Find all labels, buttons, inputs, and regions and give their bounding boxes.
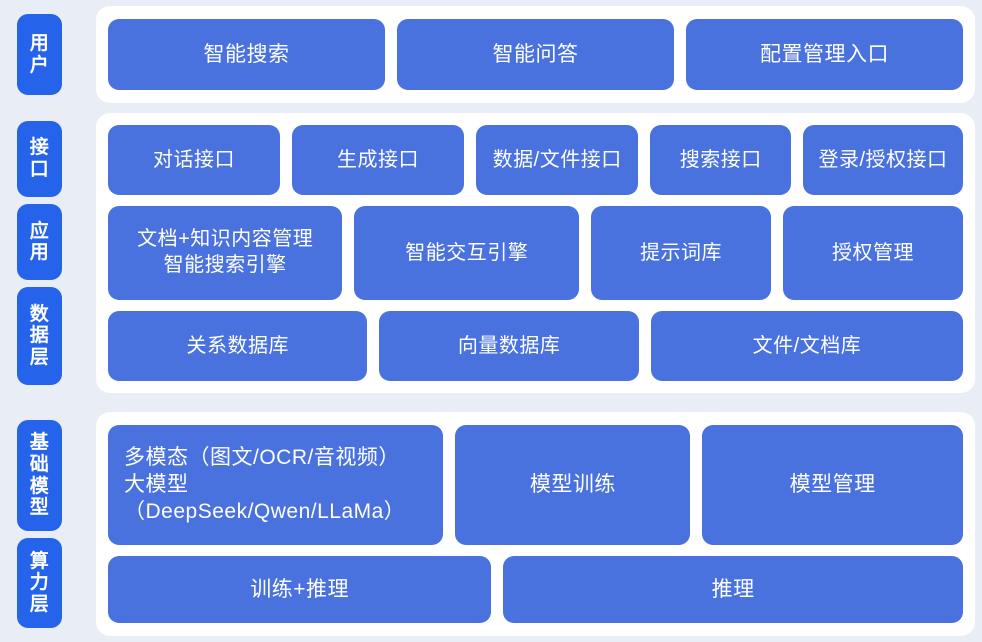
- box-login-auth-api[interactable]: 登录/授权接口: [803, 125, 963, 195]
- panel-infrastructure: 多模态（图文/OCR/音视频） 大模型（DeepSeek/Qwen/LLaMa）…: [96, 412, 975, 636]
- rail-infrastructure: 基础模型 算力层: [0, 412, 80, 636]
- box-search-api[interactable]: 搜索接口: [650, 125, 792, 195]
- box-relational-database[interactable]: 关系数据库: [108, 311, 368, 382]
- box-dialog-api[interactable]: 对话接口: [108, 125, 281, 195]
- row-data-entries: 关系数据库 向量数据库 文件/文档库: [108, 311, 963, 382]
- box-prompt-library[interactable]: 提示词库: [591, 205, 772, 301]
- label-chip-user-text: 用户: [29, 32, 50, 76]
- box-smart-search[interactable]: 智能搜索: [108, 19, 385, 90]
- box-multimodal-llm[interactable]: 多模态（图文/OCR/音视频） 大模型（DeepSeek/Qwen/LLaMa）: [108, 425, 444, 546]
- label-chip-api-text: 接口: [29, 137, 50, 181]
- section-application: 接口 应用 数据层 对话接口 生成接口 数据/文件接口 搜索接口 登录/授权接口…: [0, 113, 982, 393]
- box-generate-api[interactable]: 生成接口: [292, 125, 465, 195]
- box-smart-qa[interactable]: 智能问答: [397, 19, 674, 90]
- row-base-model-entries: 多模态（图文/OCR/音视频） 大模型（DeepSeek/Qwen/LLaMa）…: [108, 425, 963, 546]
- row-compute-entries: 训练+推理 推理: [108, 556, 963, 624]
- box-model-training[interactable]: 模型训练: [455, 425, 691, 546]
- row-api-entries: 对话接口 生成接口 数据/文件接口 搜索接口 登录/授权接口: [108, 125, 963, 195]
- box-vector-database[interactable]: 向量数据库: [379, 311, 639, 382]
- label-chip-user[interactable]: 用户: [17, 14, 62, 95]
- label-chip-compute-layer[interactable]: 算力层: [17, 538, 62, 628]
- box-smart-interaction-engine[interactable]: 智能交互引擎: [354, 205, 580, 301]
- rail-application: 接口 应用 数据层: [0, 113, 80, 393]
- box-model-management[interactable]: 模型管理: [702, 425, 963, 546]
- section-user: 用户 智能搜索 智能问答 配置管理入口: [0, 6, 982, 103]
- box-training-plus-inference[interactable]: 训练+推理: [108, 556, 492, 624]
- label-chip-base-model[interactable]: 基础模型: [17, 420, 62, 532]
- box-config-management-entry[interactable]: 配置管理入口: [686, 19, 963, 90]
- label-chip-data-layer-text: 数据层: [29, 303, 50, 368]
- box-doc-knowledge-management[interactable]: 文档+知识内容管理 智能搜索引擎: [108, 205, 343, 301]
- label-chip-application[interactable]: 应用: [17, 204, 62, 281]
- label-chip-application-text: 应用: [29, 220, 50, 264]
- box-inference[interactable]: 推理: [503, 556, 963, 624]
- row-application-entries: 文档+知识内容管理 智能搜索引擎 智能交互引擎 提示词库 授权管理: [108, 205, 963, 301]
- panel-user: 智能搜索 智能问答 配置管理入口: [96, 6, 975, 103]
- section-infrastructure: 基础模型 算力层 多模态（图文/OCR/音视频） 大模型（DeepSeek/Qw…: [0, 412, 982, 636]
- label-chip-api[interactable]: 接口: [17, 121, 62, 198]
- label-chip-data-layer[interactable]: 数据层: [17, 287, 62, 385]
- label-chip-compute-layer-text: 算力层: [29, 550, 50, 615]
- panel-application: 对话接口 生成接口 数据/文件接口 搜索接口 登录/授权接口 文档+知识内容管理…: [96, 113, 975, 393]
- row-user-entries: 智能搜索 智能问答 配置管理入口: [108, 19, 963, 90]
- rail-user: 用户: [0, 6, 80, 103]
- box-authorization-management[interactable]: 授权管理: [783, 205, 963, 301]
- box-file-document-store[interactable]: 文件/文档库: [650, 311, 963, 382]
- label-chip-base-model-text: 基础模型: [29, 432, 50, 519]
- box-data-file-api[interactable]: 数据/文件接口: [476, 125, 639, 195]
